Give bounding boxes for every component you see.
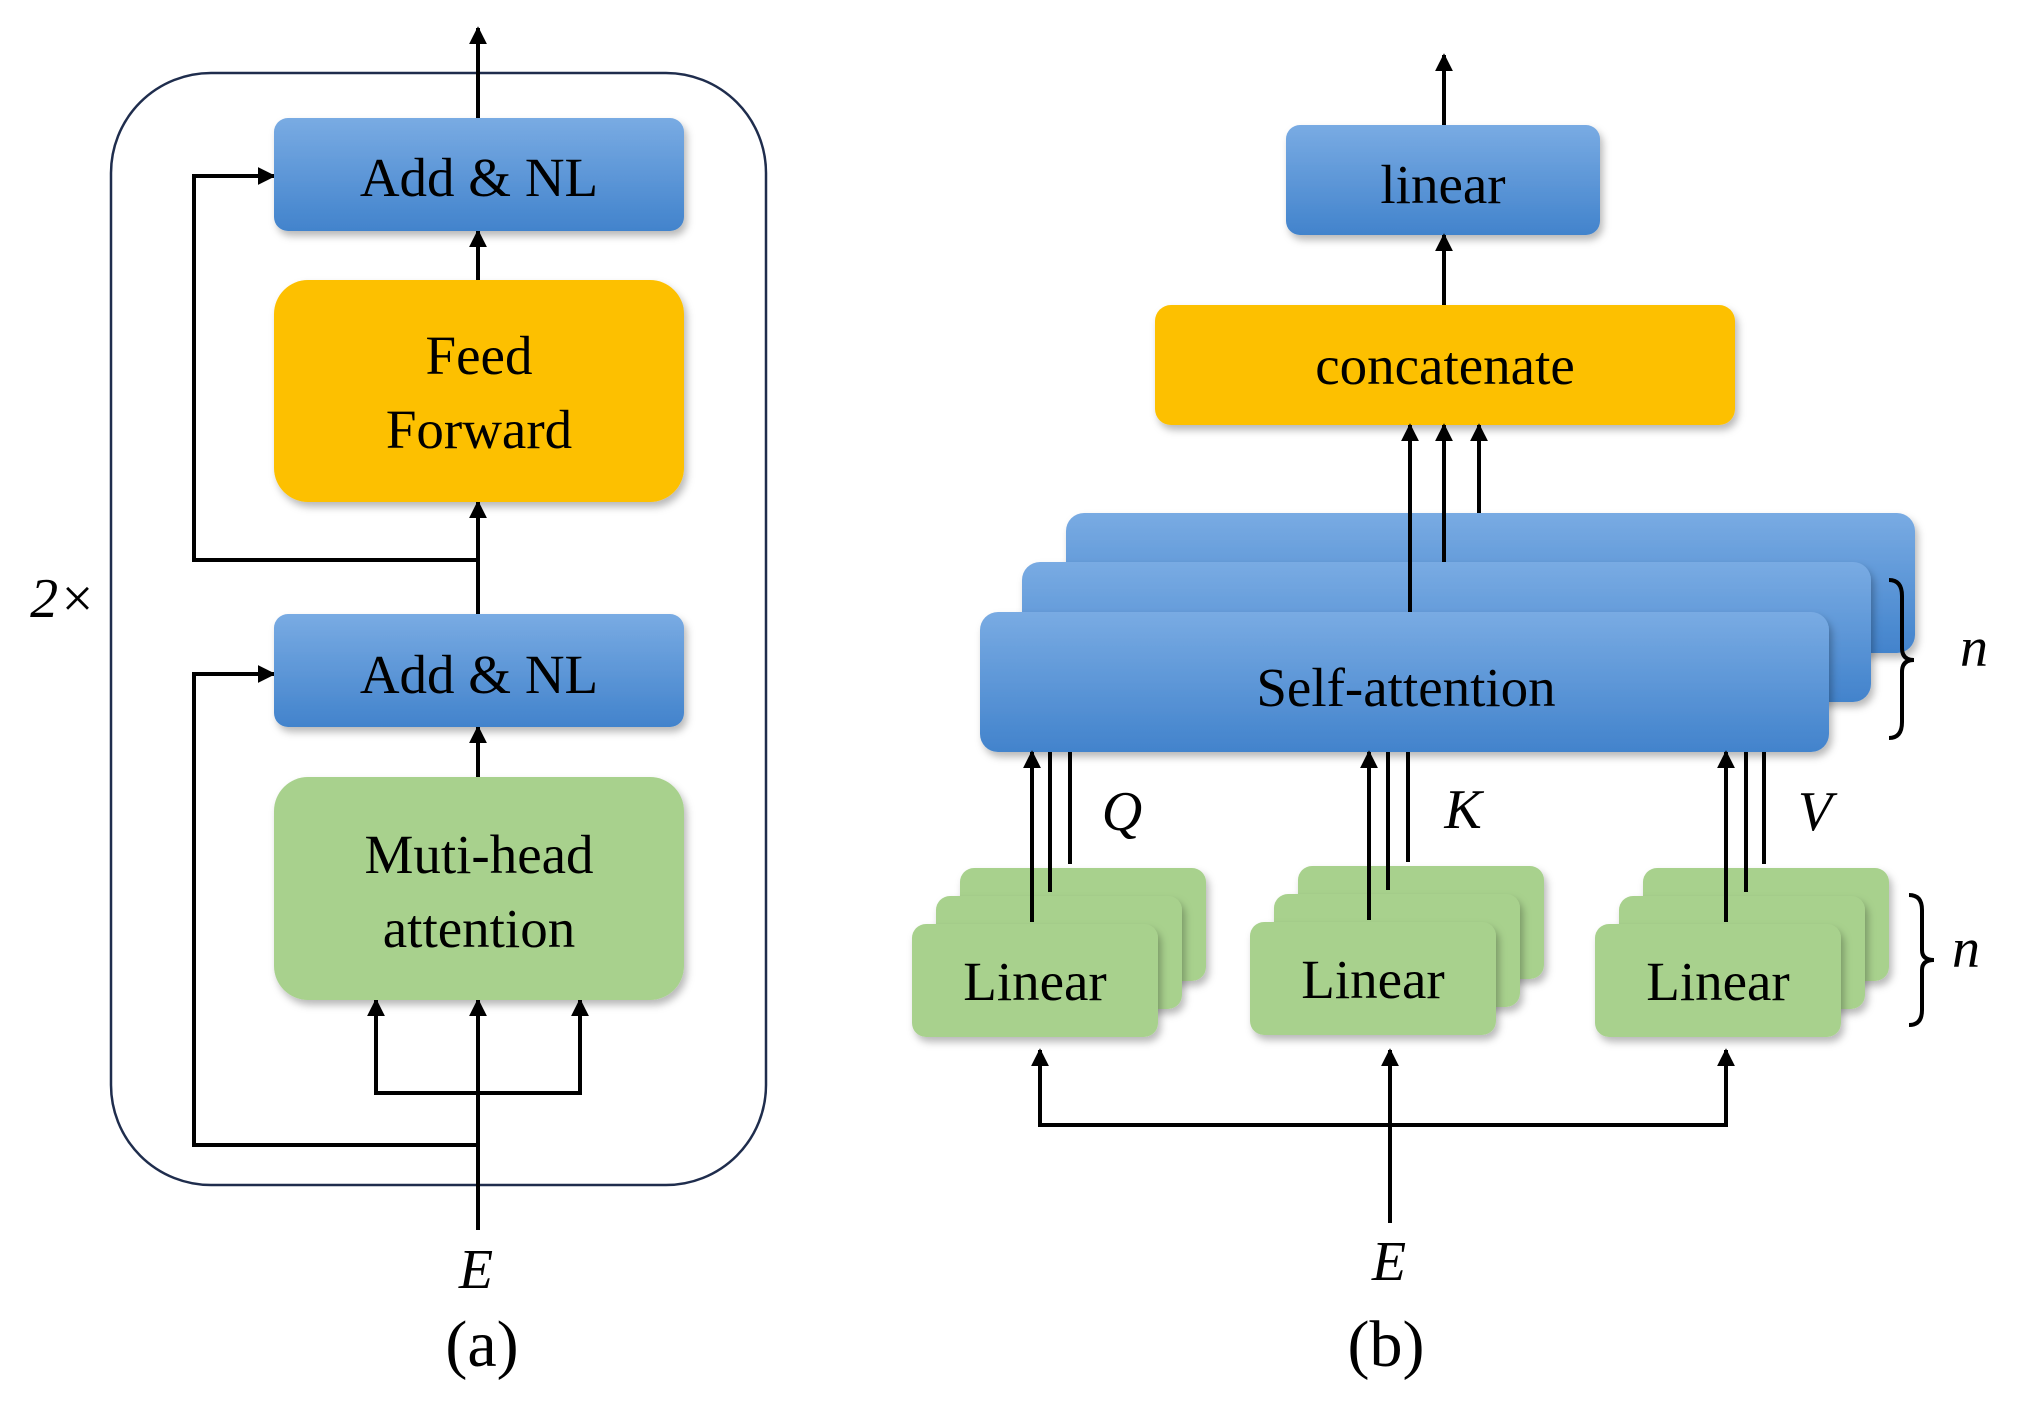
panel-a: Add & NL Feed Forward Add & NL Muti-head… [30, 26, 768, 1381]
self-attention-label: Self-attention [1256, 657, 1555, 718]
add-norm-top-label: Add & NL [360, 147, 598, 208]
value-label: V [1798, 781, 1838, 843]
panel-a-caption: (a) [445, 1308, 518, 1381]
feed-forward-label-line2: Forward [386, 399, 572, 460]
repeat-count-label: 2× [30, 568, 96, 630]
key-label: K [1443, 779, 1484, 841]
multi-head-attention-box [274, 777, 684, 1000]
query-label: Q [1102, 781, 1142, 843]
linear-k-box [1250, 922, 1496, 1035]
linear-v-box [1595, 924, 1841, 1037]
linear-v-label: Linear [1646, 951, 1790, 1012]
panel-a-input-label: E [458, 1239, 493, 1301]
linear-output-box [1286, 125, 1600, 235]
linear-k-label: Linear [1301, 949, 1445, 1010]
attention-heads-count-label: n [1960, 617, 1988, 679]
feed-forward-label-line1: Feed [426, 325, 533, 386]
linear-output-label: linear [1380, 154, 1505, 215]
brace-linear [1908, 893, 1935, 1027]
add-norm-top-box [274, 118, 684, 231]
linear-q-box [912, 924, 1158, 1037]
add-norm-bottom-label: Add & NL [360, 644, 598, 705]
encoder-frame [109, 71, 768, 1187]
linear-q-label: Linear [963, 951, 1107, 1012]
concatenate-box [1155, 305, 1735, 425]
panel-b: Self-attention Linear Linear Linear conc… [912, 53, 1988, 1381]
panel-b-input-label: E [1371, 1231, 1406, 1293]
panel-b-caption: (b) [1348, 1308, 1425, 1381]
multi-head-attention-label-line1: Muti-head [364, 824, 593, 885]
self-attention-box [980, 612, 1829, 752]
feed-forward-box [274, 280, 684, 502]
concatenate-label: concatenate [1315, 335, 1575, 396]
brace-attention [1888, 578, 1915, 740]
add-norm-bottom-box [274, 614, 684, 727]
multi-head-attention-label-line2: attention [383, 898, 575, 959]
panel-b-arrows [1023, 53, 1935, 1223]
linear-heads-count-label: n [1952, 918, 1980, 980]
